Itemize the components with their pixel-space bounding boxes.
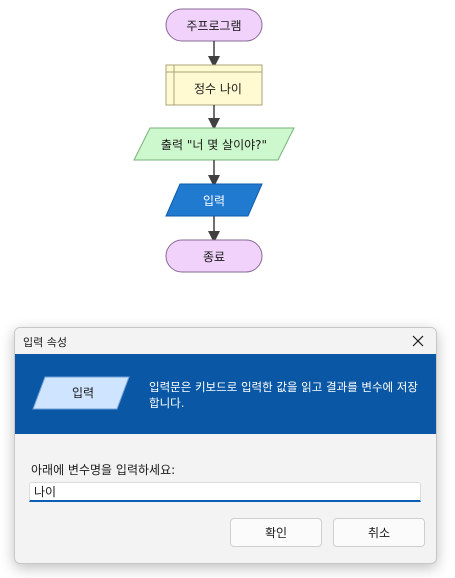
close-icon	[412, 335, 424, 347]
banner-description: 입력문은 키보드로 입력한 값을 읽고 결과를 변수에 저장합니다.	[149, 380, 418, 410]
output-parallelogram[interactable]	[133, 127, 295, 161]
dialog-banner: 입력 입력문은 키보드로 입력한 값을 읽고 결과를 변수에 저장합니다.	[15, 354, 436, 434]
end-terminal[interactable]	[165, 239, 263, 273]
flowchart: 주프로그램 정수 나이 출력 "너 몇 살이야?" 입력 종료	[133, 8, 295, 273]
ok-button[interactable]: 확인	[230, 518, 322, 547]
variable-prompt-label: 아래에 변수명을 입력하세요:	[31, 463, 176, 477]
input-properties-dialog: 입력 속성 입력 입력문은 키보드로 입력한 값을 읽고 결과를 변수에 저장합…	[14, 327, 437, 564]
dialog-titlebar[interactable]: 입력 속성	[15, 328, 436, 354]
input-shape-icon	[32, 376, 130, 410]
close-button[interactable]	[400, 328, 436, 354]
variable-name-input[interactable]	[29, 482, 421, 502]
dialog-title: 입력 속성	[23, 336, 67, 349]
cancel-button[interactable]: 취소	[333, 518, 425, 547]
input-parallelogram[interactable]	[165, 183, 263, 217]
banner-shape-label: 입력	[71, 385, 95, 400]
declare-box[interactable]	[165, 64, 263, 106]
flowchart-canvas	[133, 8, 295, 273]
start-terminal[interactable]	[165, 8, 263, 42]
